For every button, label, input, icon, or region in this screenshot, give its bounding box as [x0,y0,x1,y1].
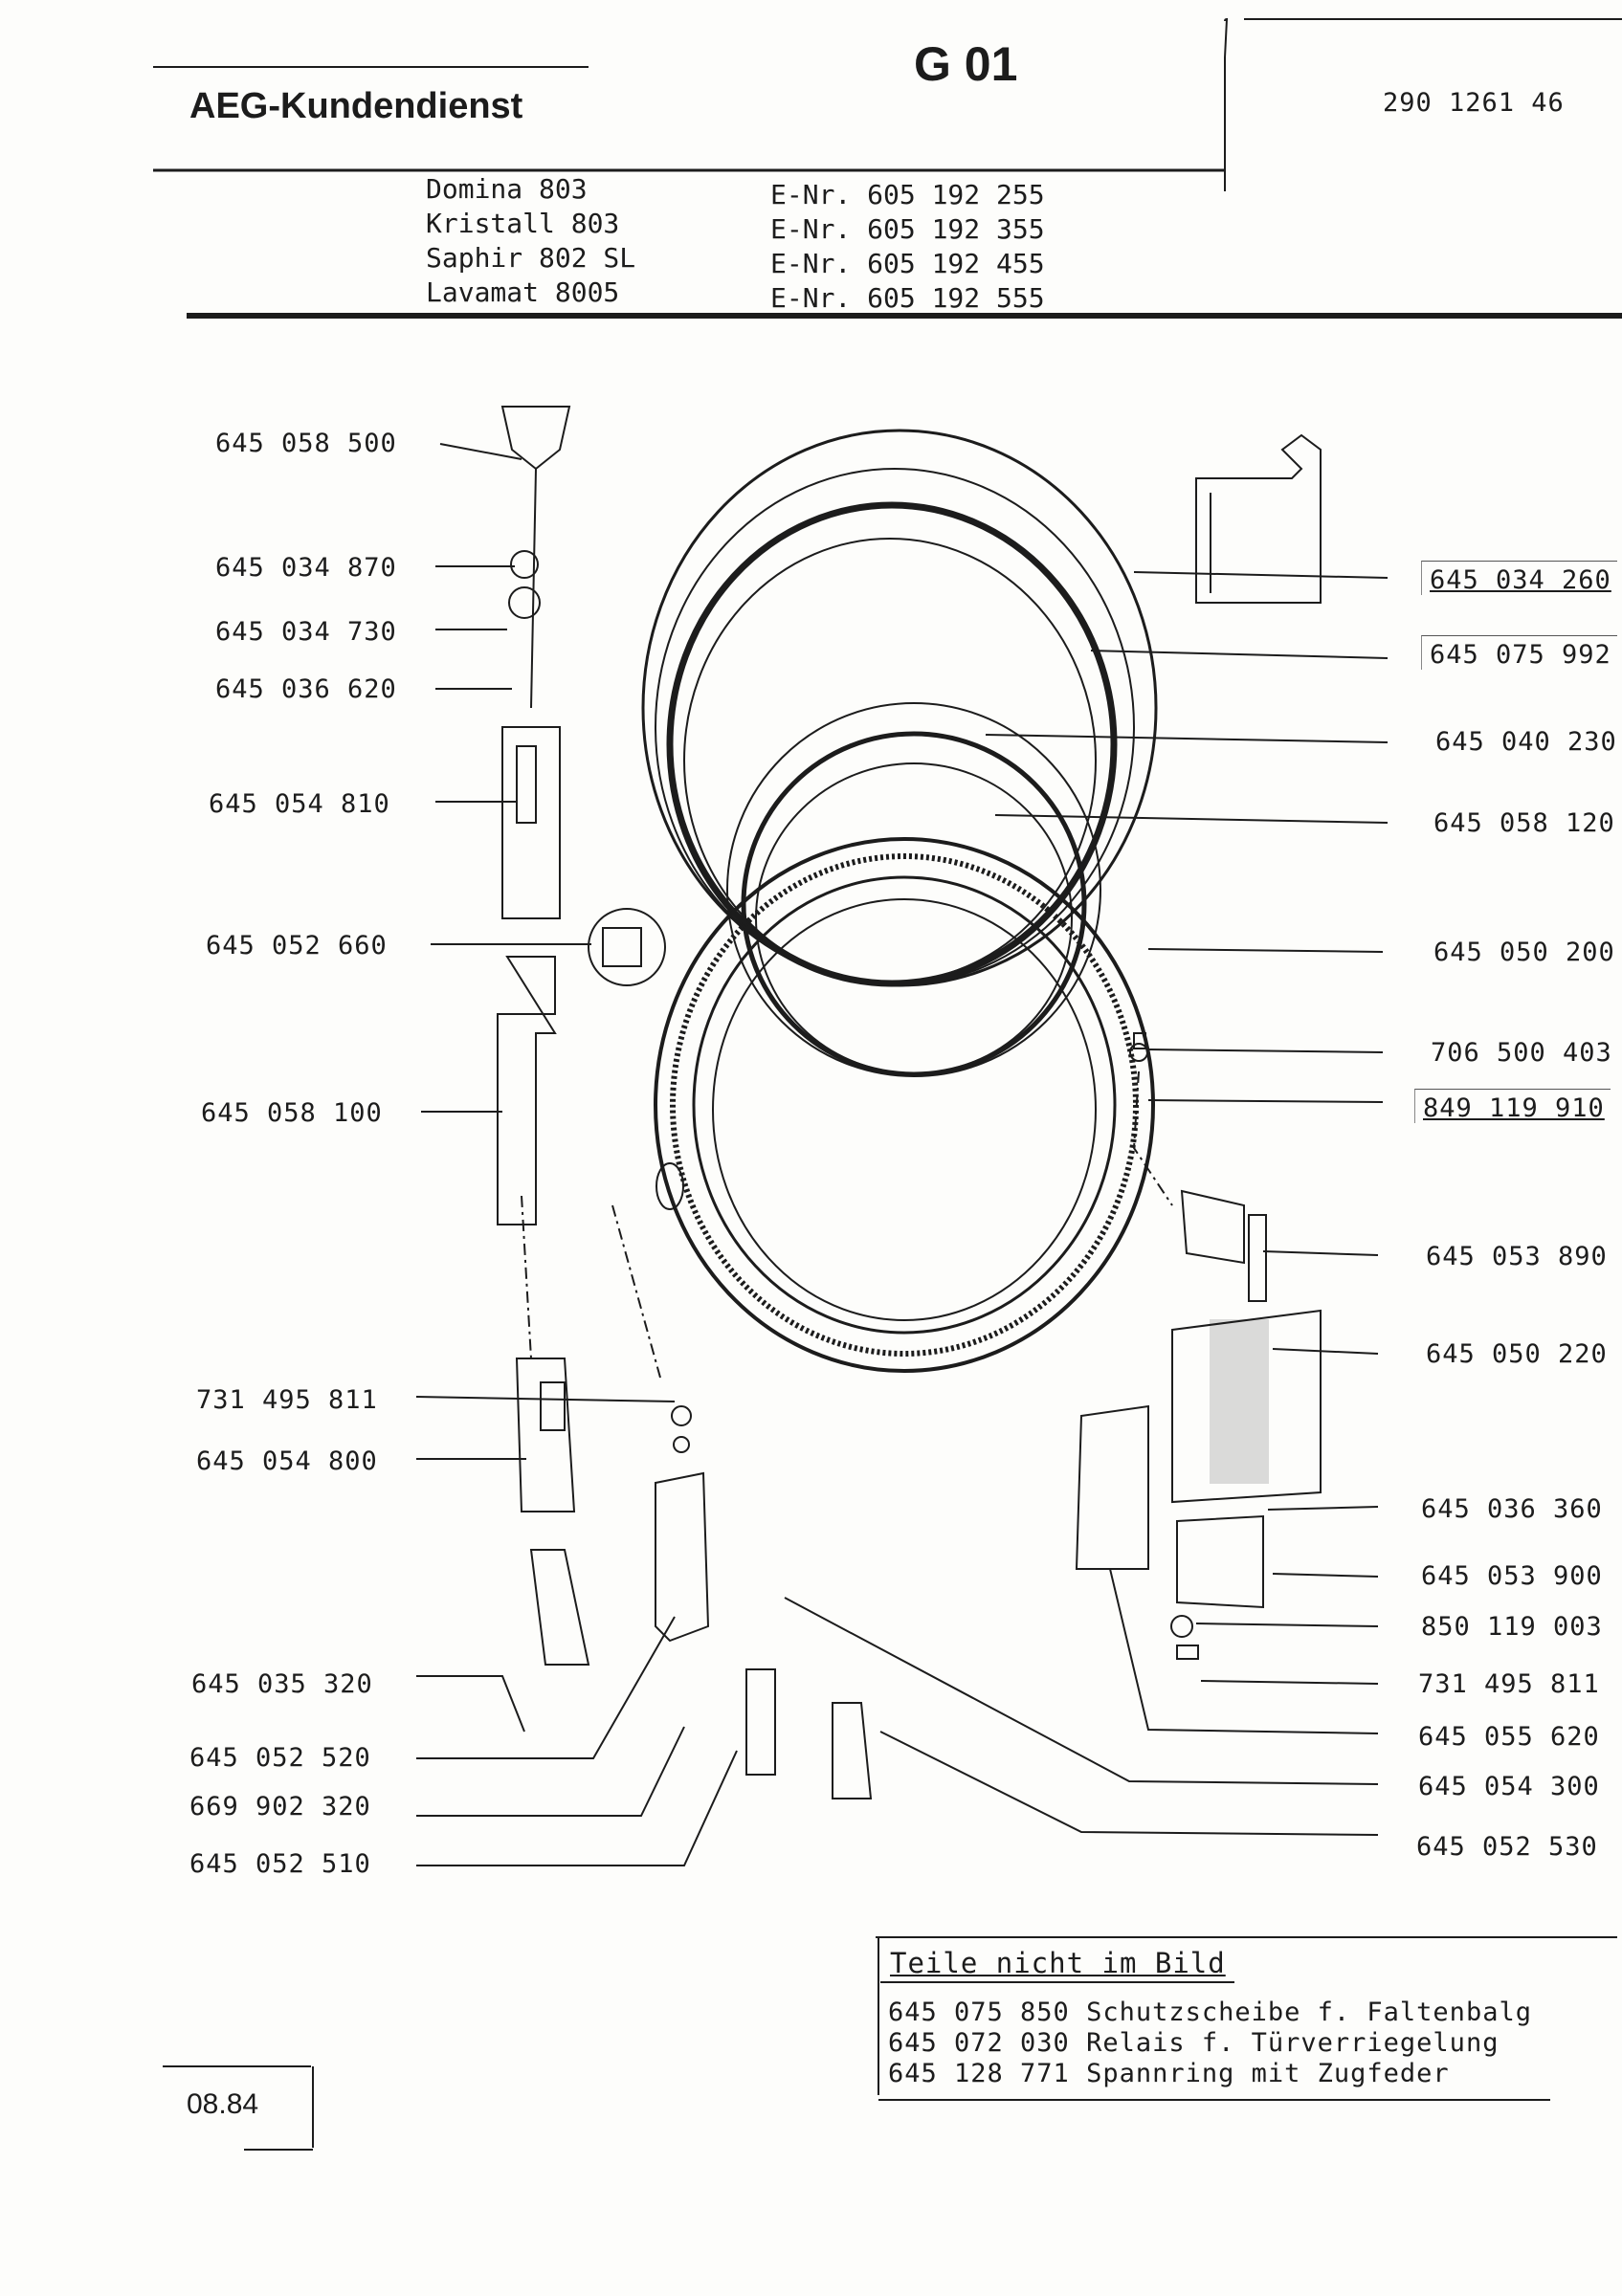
hinge-latch [745,1668,776,1776]
guide-block [832,1702,873,1799]
model-enr: E-Nr. 605 192 555 [770,282,1045,314]
leader-lines-right [784,571,1389,1836]
part-number: 645 052 660 [206,931,388,960]
lock-slot [655,1162,684,1210]
note-item: 645 072 030 Relais f. Türverriegelung [888,2028,1500,2058]
part-number: 645 050 200 [1433,938,1615,967]
latch-plate [655,1471,710,1643]
part-number: 645 053 900 [1421,1561,1603,1591]
part-number: 645 034 870 [215,553,397,583]
part-number: 645 055 620 [1418,1722,1600,1752]
part-number: 645 054 300 [1418,1772,1600,1801]
model-enr: E-Nr. 605 192 355 [770,213,1045,245]
part-number: 645 053 890 [1426,1242,1608,1271]
lock-slide [501,726,561,919]
part-number: 645 052 520 [189,1743,371,1773]
hinge-plate [1075,1404,1149,1570]
part-number: 645 052 510 [189,1849,371,1879]
door-bezel-outer [654,837,1155,1373]
lock-knob [588,908,666,986]
model-name: Saphir 802 SL [426,242,636,274]
enr-list: E-Nr. 605 192 255 E-Nr. 605 192 355 E-Nr… [770,178,1045,316]
part-number: 645 054 800 [196,1446,378,1476]
model-name: Domina 803 [426,173,588,205]
notes-list: 645 075 850 Schutzscheibe f. Faltenbalg … [888,1998,1532,2089]
document-number: 290 1261 46 [1383,88,1565,118]
door-assembly [641,429,1158,1373]
part-number: 731 495 811 [196,1385,378,1415]
part-number: 645 036 620 [215,674,397,704]
model-enr: E-Nr. 605 192 255 [770,179,1045,210]
part-number: 849 119 910 [1414,1089,1611,1123]
note-item: 645 075 850 Schutzscheibe f. Faltenbalg [888,1998,1532,2027]
part-number: 645 054 810 [209,789,390,819]
part-number: 731 495 811 [1418,1669,1600,1699]
part-number: 645 034 260 [1421,561,1617,595]
part-number: 645 058 100 [201,1098,383,1128]
leader-lines-left [415,443,738,1866]
model-name: Kristall 803 [426,208,620,239]
lock-mechanism [497,406,873,1799]
door-seal-ring [666,501,1118,987]
date-box [163,2065,314,2151]
part-number: 645 040 230 [1435,727,1617,757]
model-list: Domina 803 Kristall 803 Saphir 802 SL La… [426,172,635,310]
lock-housing [497,956,557,1225]
part-number: 645 050 220 [1426,1339,1608,1369]
hinge-assembly [1075,1032,1322,1660]
part-number: 645 058 500 [215,429,397,458]
hinge-block [1171,1309,1322,1504]
lock-cap [500,406,571,471]
note-item: 645 128 771 Spannring mit Zugfeder [888,2059,1450,2088]
door-glass [755,762,1073,1074]
sheet-number: G 01 [914,37,1018,91]
doc-box-left [1224,17,1229,191]
part-number: 850 119 003 [1421,1612,1603,1642]
model-enr: E-Nr. 605 192 455 [770,248,1045,279]
brand-title: AEG-Kundendienst [189,86,523,126]
issue-date: 08.84 [187,2088,259,2120]
hinge-bracket-lower [1176,1514,1264,1609]
part-number: 669 902 320 [189,1792,371,1821]
part-number: 645 075 992 [1421,635,1617,670]
part-number: 645 035 320 [191,1669,373,1699]
part-number: 706 500 403 [1431,1038,1612,1068]
model-name: Lavamat 8005 [426,276,620,308]
upper-bracket [1195,433,1322,604]
door-bezel-inner [692,875,1117,1335]
notes-box [876,1936,1617,2101]
notes-title: Teile nicht im Bild [890,1947,1226,1979]
part-number: 645 036 360 [1421,1494,1603,1524]
part-number: 645 034 730 [215,617,397,647]
part-number: 645 052 530 [1416,1832,1598,1862]
part-number: 645 058 120 [1433,808,1615,838]
lock-body [515,1358,576,1512]
